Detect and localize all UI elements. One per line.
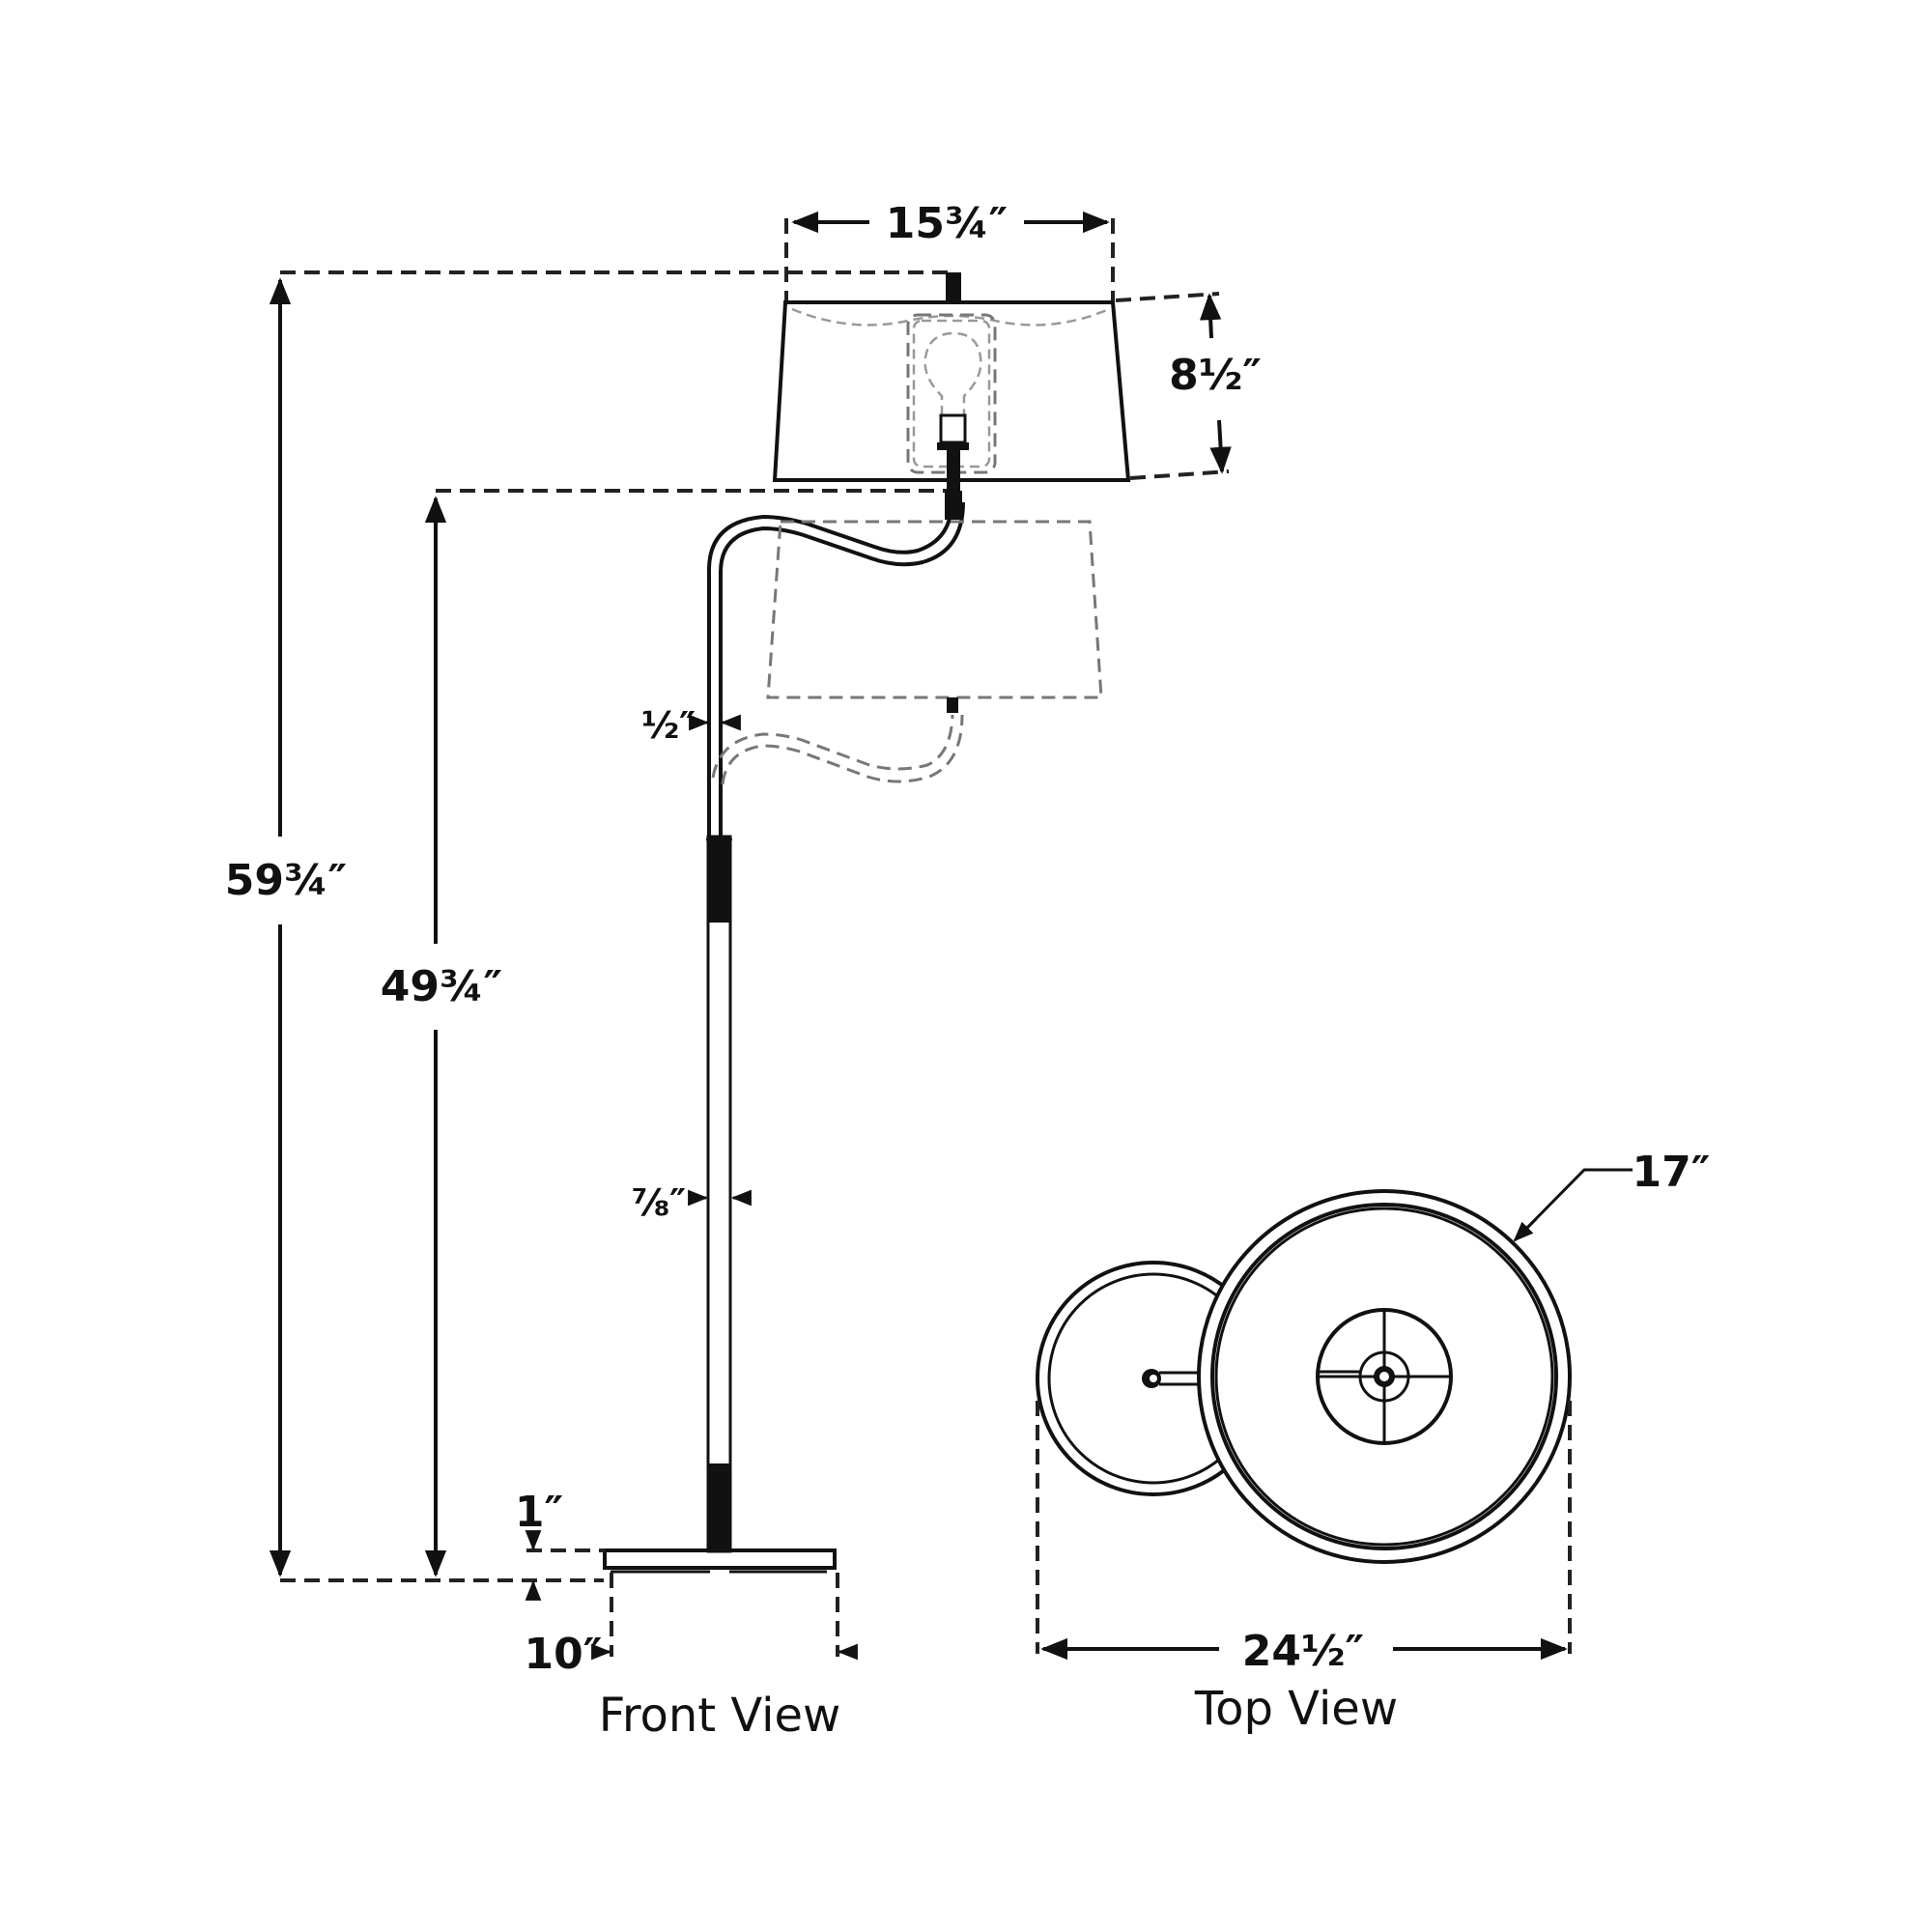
- pole-lower-band: [709, 1463, 729, 1548]
- pole-upper-band: [709, 842, 729, 923]
- shade-width-dimension: 15¾″: [784, 199, 1115, 302]
- shade-height-top-extension-line: [1115, 292, 1220, 302]
- shade-outline: [772, 300, 1131, 482]
- socket-collar: [937, 442, 969, 450]
- ghost-shade-outline: [766, 520, 1103, 699]
- shade-height-arrow-down: [1209, 419, 1232, 474]
- shade-diameter-label: 17″: [1633, 1148, 1711, 1197]
- base-plate: [603, 1548, 837, 1570]
- shade-inner-rim: [1210, 1203, 1558, 1550]
- shade-diameter-dimension: 17″: [1513, 1148, 1711, 1242]
- arm-diameter-dimension: ½″: [641, 704, 741, 747]
- shade-height-dimension: 8½″: [1115, 292, 1262, 480]
- overall-height-label: 59¾″: [225, 856, 347, 905]
- finial-icon: [946, 272, 961, 303]
- arm-outer-line: [707, 501, 953, 850]
- lamp-base: [603, 1548, 837, 1574]
- shade-width-label: 15¾″: [886, 199, 1008, 248]
- top-view-caption: Top View: [1194, 1682, 1398, 1736]
- shade-diameter-leader: [1515, 1168, 1633, 1240]
- lamp-shade: [772, 272, 1131, 508]
- top-view: 17″ 24½″ Top View: [1036, 1148, 1711, 1736]
- shade-height-arrow-up: [1199, 293, 1222, 339]
- pole-top-hole: [1150, 1375, 1157, 1382]
- arm-inner-line: [719, 501, 965, 850]
- shade-height-label: 8½″: [1169, 351, 1262, 400]
- swing-arm: [707, 491, 965, 850]
- arm-joint: [945, 491, 962, 520]
- shade-diameter-arrow: [1513, 1217, 1538, 1242]
- ghost-arm-outer: [711, 714, 954, 779]
- ghost-arm-inner: [721, 714, 964, 785]
- pole-collar: [706, 837, 732, 842]
- lamp-pole: [706, 835, 732, 1553]
- base-diameter-dimension: 10″: [525, 1573, 858, 1679]
- front-view-caption: Front View: [599, 1689, 841, 1743]
- base-height-label: 1″: [515, 1488, 563, 1537]
- lowered-shade-ghost: [711, 520, 1103, 785]
- front-view: 59¾″ 49¾″ 15¾″ 8½″: [225, 199, 1262, 1743]
- overall-height-dimension: 59¾″: [225, 270, 952, 1582]
- harp-hidden: [906, 313, 997, 474]
- ghost-arm-joint: [947, 697, 958, 713]
- pole-diameter-dimension: ⅞″: [632, 1181, 752, 1224]
- shade-top-rim-hidden: [791, 307, 1110, 327]
- bulb-base: [939, 413, 967, 444]
- base-height-dimension: 1″: [515, 1488, 605, 1601]
- shade-height-bottom-extension-line: [1129, 469, 1230, 480]
- overall-depth-label: 24½″: [1242, 1627, 1364, 1676]
- arm-height-label: 49¾″: [381, 962, 502, 1011]
- arm-diameter-label: ½″: [641, 704, 696, 747]
- pole-outline: [706, 835, 732, 1553]
- pole-diameter-label: ⅞″: [632, 1181, 686, 1224]
- shade-inner-rim-2: [1214, 1207, 1554, 1547]
- overall-depth-dimension: 24½″: [1036, 1401, 1572, 1676]
- socket-top-hole: [1379, 1372, 1389, 1381]
- arm-height-dimension: 49¾″: [381, 489, 952, 1577]
- base-diameter-label: 10″: [525, 1630, 603, 1679]
- light-bulb-icon: [923, 331, 982, 415]
